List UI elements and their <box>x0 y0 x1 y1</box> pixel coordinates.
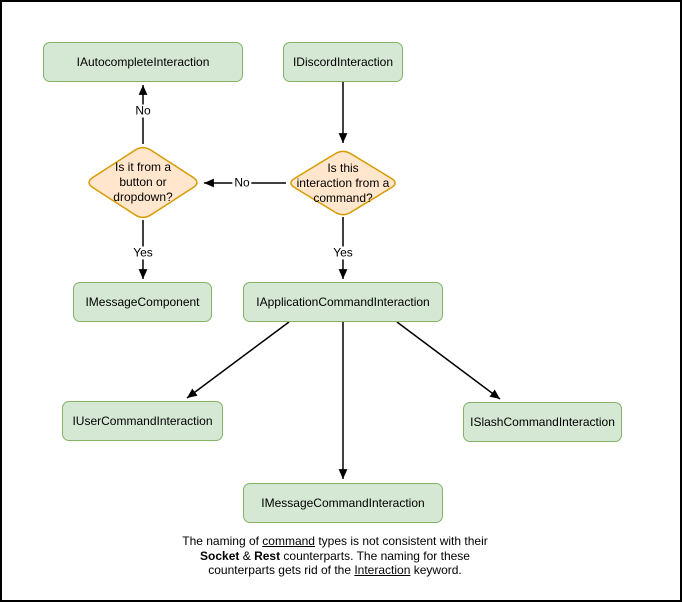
note-segment: Interaction <box>354 563 411 577</box>
decision-from-command-shape <box>290 150 396 216</box>
note-segment: Socket <box>200 548 240 563</box>
note-segment: Rest <box>254 548 281 563</box>
note-line: The naming of command types is not consi… <box>179 534 491 549</box>
edge-label-yes-left: Yes <box>131 245 155 260</box>
node-label: IMessageCommandInteraction <box>261 496 425 510</box>
note-segment: counterparts. The naming for these <box>280 548 470 563</box>
edge-label-no-left: No <box>232 175 252 190</box>
edge-label-no-top: No <box>133 103 153 118</box>
note-line: counterparts gets rid of the Interaction… <box>179 563 491 578</box>
note-segment: keyword. <box>410 563 462 577</box>
edge-application-to-slash-command <box>396 321 501 400</box>
node-application-command-interaction: IApplicationCommandInteraction <box>243 282 443 322</box>
node-message-command-interaction: IMessageCommandInteraction <box>243 483 443 523</box>
node-slash-command-interaction: ISlashCommandInteraction <box>463 402 622 442</box>
node-autocomplete-interaction: IAutocompleteInteraction <box>43 42 243 82</box>
note-segment: & <box>239 548 255 563</box>
edge-application-to-user-command <box>186 321 290 399</box>
note-text: The naming of command types is not consi… <box>179 534 491 578</box>
node-label: ISlashCommandInteraction <box>470 415 615 429</box>
note-segment: command <box>262 534 315 548</box>
note-line: Socket & Rest counterparts. The naming f… <box>179 549 491 564</box>
node-label: IApplicationCommandInteraction <box>256 295 430 309</box>
decision-button-or-dropdown-shape <box>88 146 198 219</box>
node-label: IAutocompleteInteraction <box>76 55 210 69</box>
note-segment: counterparts gets rid of the <box>208 563 355 577</box>
edge-label-yes-right: Yes <box>331 245 355 260</box>
node-discord-interaction: IDiscordInteraction <box>283 42 403 82</box>
node-message-component: IMessageComponent <box>73 282 212 322</box>
node-user-command-interaction: IUserCommandInteraction <box>62 401 223 441</box>
node-label: IUserCommandInteraction <box>72 414 213 428</box>
note-segment: types is not consistent with their <box>314 534 488 548</box>
node-label: IDiscordInteraction <box>292 55 394 69</box>
node-label: IMessageComponent <box>85 295 200 309</box>
note-segment: The naming of <box>182 534 263 548</box>
